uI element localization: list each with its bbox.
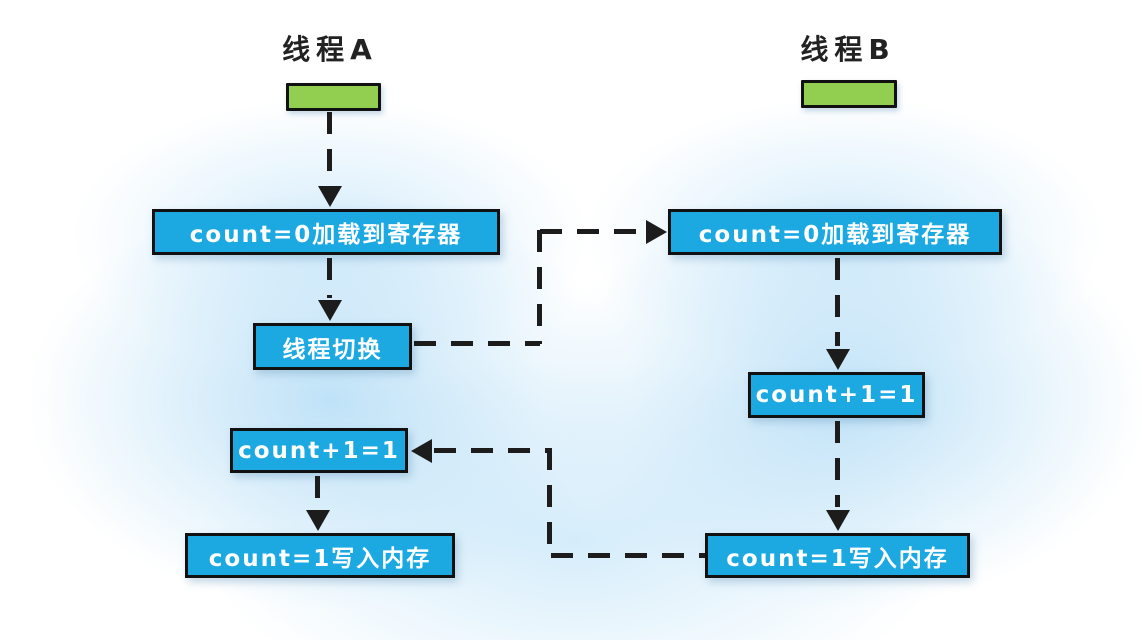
arrow-a-inc-to-write-line [315, 476, 320, 508]
thread-a-label: 线程A [282, 33, 378, 66]
connector-switch-to-b-segment-3 [540, 229, 646, 234]
connector-b-write-to-a-inc-segment-2 [547, 448, 552, 556]
connector-b-write-to-a-inc-head [411, 439, 432, 463]
arrow-a-bar-to-load-line [327, 112, 332, 186]
node-a-write: count=1写入内存 [185, 533, 455, 578]
node-a-load: count=0加载到寄存器 [152, 209, 500, 255]
arrow-b-inc-to-write-head [826, 510, 850, 531]
thread-a-bar [286, 83, 381, 111]
connector-b-write-to-a-inc-segment-3 [434, 448, 550, 453]
arrow-b-load-to-inc-head [826, 349, 850, 370]
arrow-b-load-to-inc-line [835, 258, 840, 346]
node-b-load: count=0加载到寄存器 [668, 209, 1002, 255]
arrow-b-inc-to-write-line [835, 421, 840, 507]
connector-switch-to-b-segment-2 [537, 230, 542, 344]
arrow-a-inc-to-write-head [306, 510, 330, 531]
thread-b-label: 线程B [800, 33, 896, 66]
connector-switch-to-b-head [646, 220, 667, 244]
node-b-inc: count+1=1 [748, 372, 925, 418]
node-b-write: count=1写入内存 [705, 533, 970, 578]
thread-b-bar [801, 80, 897, 108]
arrow-a-bar-to-load-head [318, 186, 342, 207]
arrow-a-load-to-switch-head [318, 300, 342, 321]
connector-switch-to-b-segment-1 [414, 341, 540, 346]
arrow-a-load-to-switch-line [327, 258, 332, 298]
node-a-switch: 线程切换 [253, 323, 412, 370]
node-a-inc: count+1=1 [230, 428, 408, 473]
connector-b-write-to-a-inc-segment-1 [551, 553, 705, 558]
